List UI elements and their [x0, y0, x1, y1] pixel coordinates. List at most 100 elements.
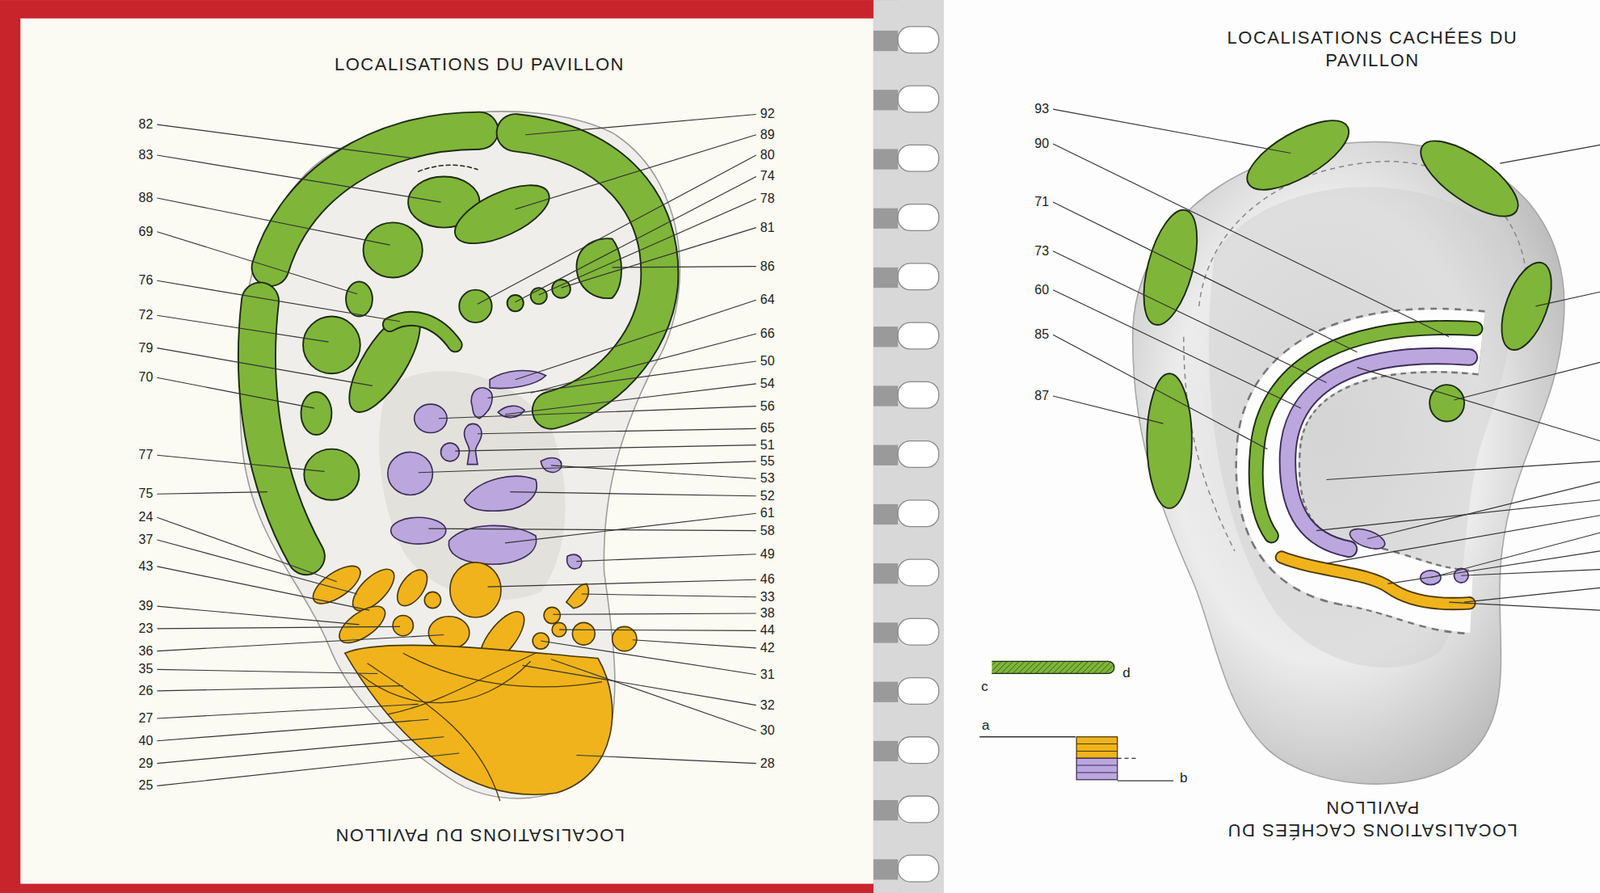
callout-number: 52: [760, 488, 775, 505]
callout-number: 31: [760, 666, 775, 683]
callout-number: 44: [760, 622, 775, 639]
leader-line: [156, 231, 358, 295]
spiral-ring: [897, 322, 939, 350]
green-zone: [303, 449, 359, 501]
leader-line: [477, 155, 757, 304]
callout-number: 43: [138, 558, 154, 575]
page-title: LOCALISATIONS DU PAVILLON: [334, 53, 625, 76]
callout-number: 23: [138, 620, 154, 637]
callout-number: 35: [138, 661, 154, 678]
leader-line: [1326, 515, 1600, 564]
leader-line: [156, 109, 1449, 786]
callout-number: 37: [138, 531, 154, 548]
callout-number: 77: [138, 446, 154, 464]
leader-line: [438, 406, 757, 419]
leader-line: [515, 134, 757, 210]
lobule-division: [367, 663, 501, 801]
callout-number: 76: [138, 272, 154, 289]
helix-band: [515, 132, 661, 410]
legend-letter: c: [981, 677, 989, 695]
leader-line: [1448, 602, 1600, 611]
helix-band: [256, 301, 307, 557]
leader-line: [551, 465, 757, 479]
callout-number: 60: [1034, 282, 1049, 299]
leader-line: [156, 348, 372, 387]
spiral-ring: [897, 204, 939, 232]
page-background: [0, 0, 898, 893]
leader-line: [1461, 569, 1600, 577]
spiral-binding: [873, 208, 898, 229]
spiral-binding: [873, 504, 898, 525]
leader-line: [1052, 251, 1327, 384]
callout-number: 51: [760, 437, 775, 454]
spiral-binding: [873, 30, 898, 51]
green-zone: [458, 290, 492, 323]
green-zone: [1237, 107, 1359, 204]
callout-number: 79: [138, 340, 154, 357]
green-zone: [1133, 107, 1563, 509]
green-arc: [389, 318, 455, 346]
green-zone: [301, 391, 333, 435]
callout-number: 61: [760, 505, 775, 522]
legend-key: [1117, 757, 1137, 759]
callout-number: 72: [138, 307, 154, 324]
purple-zone: [471, 387, 493, 419]
callout-number: 78: [760, 190, 775, 207]
yellow-zone: [333, 599, 392, 650]
callout-number: 92: [760, 105, 775, 123]
legend-key: [979, 661, 1174, 781]
spiral-binding: [873, 858, 898, 880]
leader-line: [454, 445, 757, 452]
purple-zone: [464, 475, 538, 511]
spiral-ring: [897, 677, 939, 705]
mirrored-title: LOCALISATIONS DU PAVILLON: [334, 823, 625, 847]
callout-number: 58: [760, 522, 775, 539]
leader-line: [156, 606, 359, 625]
callout-number: 85: [1034, 326, 1049, 343]
leader-line: [559, 629, 757, 631]
callout-number: 69: [138, 223, 154, 240]
leader-line: [505, 513, 757, 544]
page-background: [873, 0, 948, 893]
yellow-zone: [572, 622, 595, 645]
ear-outline: [1208, 186, 1513, 668]
helix-band: [256, 130, 660, 557]
callout-number: 28: [760, 755, 775, 772]
spiral-ring: [897, 736, 939, 764]
leader-line: [1316, 144, 1600, 611]
leader-line: [1052, 109, 1291, 153]
leader-line: [632, 640, 757, 649]
leader-line: [488, 361, 757, 398]
callout-number: 86: [760, 258, 775, 275]
page-background: [943, 0, 1600, 893]
callout-number: 82: [138, 116, 154, 133]
callout-number: 87: [1034, 387, 1049, 405]
leader-line: [1052, 290, 1302, 409]
callout-number: 90: [1034, 135, 1049, 152]
callout-number: 64: [760, 291, 775, 308]
spiral-ring: [897, 854, 939, 882]
callout-number: 93: [1034, 101, 1049, 118]
spiral-ring: [897, 381, 939, 409]
callout-number: 54: [760, 375, 775, 392]
leader-line: [156, 719, 429, 742]
leader-line: [156, 197, 390, 245]
lobule-division: [387, 652, 536, 715]
purple-zone: [387, 370, 582, 569]
leader-line: [156, 686, 403, 691]
leader-line: [1387, 551, 1600, 584]
callout-number: 73: [1034, 243, 1049, 260]
leader-line: [576, 554, 756, 562]
spiral-binding: [873, 741, 898, 762]
callout-number: 46: [760, 571, 775, 588]
callout-number: 88: [138, 189, 154, 207]
ear-outline: [1132, 142, 1565, 784]
leader-line: [581, 593, 757, 598]
green-zone: [1410, 127, 1530, 231]
callout-number: 29: [138, 755, 154, 772]
yellow-zone: [566, 583, 589, 608]
callout-number: 30: [760, 722, 775, 739]
hidden-zone: [1255, 328, 1482, 604]
spiral-ring: [897, 559, 939, 586]
